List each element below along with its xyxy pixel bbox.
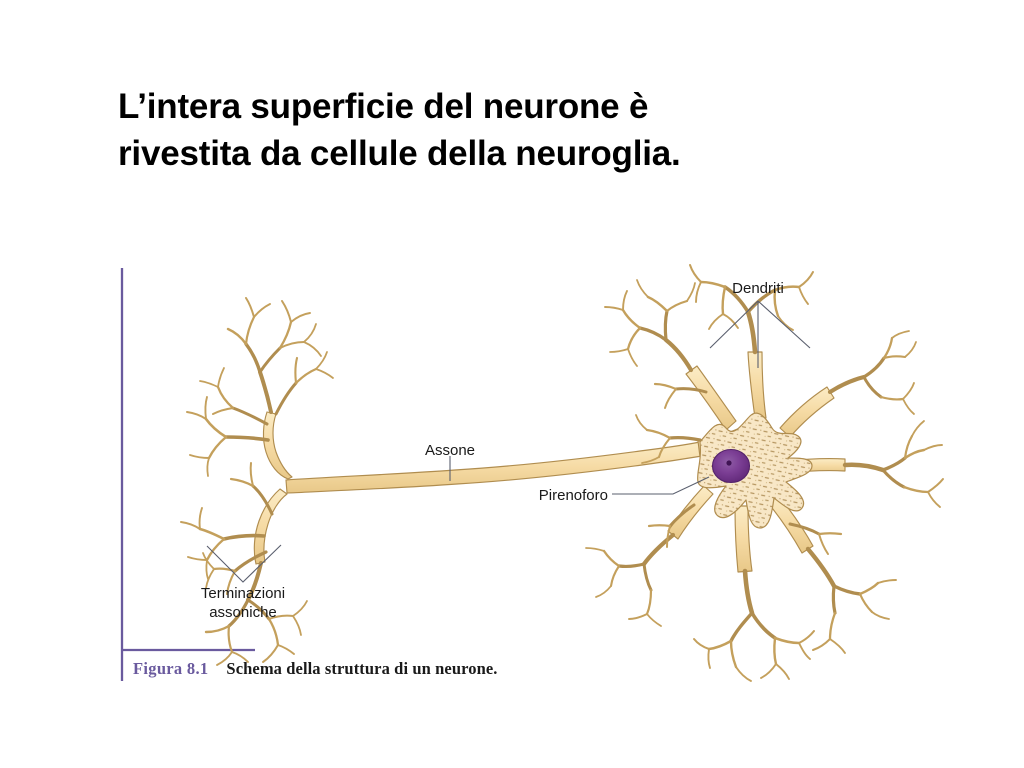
leader-dendriti-left xyxy=(709,300,759,349)
nucleolus xyxy=(726,460,732,466)
nucleus xyxy=(711,448,751,484)
axon-shape xyxy=(285,441,703,494)
label-leader-lines xyxy=(449,300,811,495)
figure-caption-number: Figura 8.1 xyxy=(133,659,209,678)
soma-cell-body xyxy=(696,412,813,529)
figure-caption: Figura 8.1 Schema della struttura di un n… xyxy=(133,659,498,679)
figure-caption-text: Schema della struttura di un neurone. xyxy=(226,659,498,678)
label-assone: Assone xyxy=(425,442,475,459)
axon-terminals-bracket xyxy=(206,544,282,583)
page-title: L’intera superficie del neurone è rivest… xyxy=(118,87,681,173)
leader-dendriti-right xyxy=(757,300,811,349)
axon-terminals-arbor xyxy=(180,297,334,666)
figure-rule-bracket xyxy=(120,268,255,681)
diagram-labels: Dendriti Assone Pirenoforo Terminazioni … xyxy=(201,280,784,621)
axon-terminal-twigs-lower xyxy=(180,462,308,666)
label-terminazioni-assoniche-line2: assoniche xyxy=(209,604,277,621)
label-dendriti: Dendriti xyxy=(732,280,784,297)
dendrite-branches xyxy=(585,264,944,682)
leader-pirenoforo xyxy=(612,476,710,495)
label-terminazioni-assoniche-line1: Terminazioni xyxy=(201,585,285,602)
axon-terminal-twigs-upper xyxy=(186,297,334,477)
label-pirenoforo: Pirenoforo xyxy=(539,487,608,504)
